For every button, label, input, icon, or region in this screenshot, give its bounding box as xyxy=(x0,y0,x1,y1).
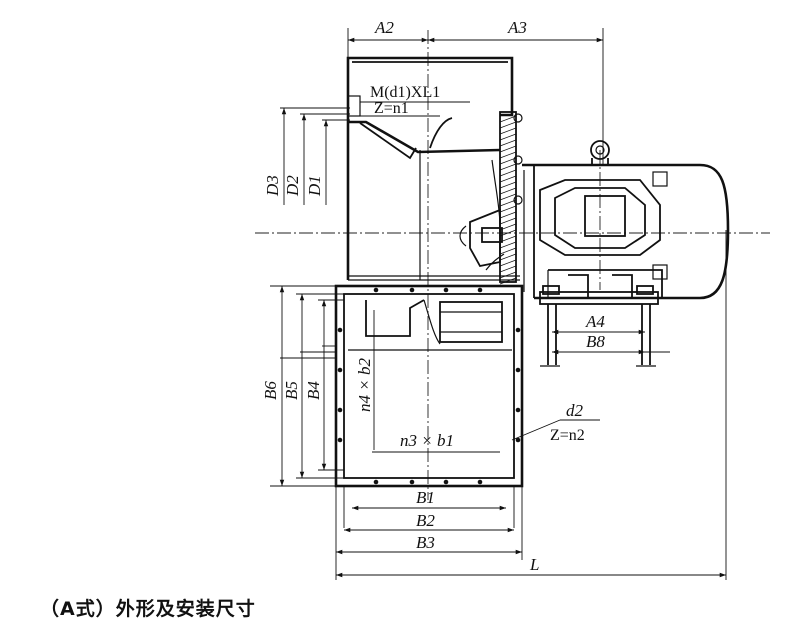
bolt-hole xyxy=(477,479,483,485)
outlet-box xyxy=(334,284,524,488)
impeller-hub xyxy=(459,159,505,271)
label-L: L xyxy=(529,555,539,574)
hatch-line xyxy=(499,139,517,147)
label-n4-b2: n4 × b2 xyxy=(355,358,374,412)
hatch-line xyxy=(499,115,517,123)
bolt-hole xyxy=(337,367,343,373)
hatch-line xyxy=(499,175,517,183)
label-flange-bolts-count: Z=n1 xyxy=(374,100,409,117)
dimension-labels: A2 A3 M(d1)XL1 Z=n1 D3 D2 D1 B6 B5 B4 n4… xyxy=(261,18,605,574)
hatch-line xyxy=(499,277,517,285)
figure-caption: （A式）外形及安装尺寸 xyxy=(40,598,256,620)
hatch-line xyxy=(499,217,517,225)
hatch-line xyxy=(499,193,517,201)
bolt-hole xyxy=(477,287,483,293)
hatch-line xyxy=(499,187,517,195)
label-A2: A2 xyxy=(374,18,394,37)
label-B1: B1 xyxy=(416,488,435,507)
label-D3: D3 xyxy=(263,175,282,197)
bolt-hole xyxy=(443,287,449,293)
hatch-line xyxy=(499,181,517,189)
dimensions xyxy=(270,28,727,580)
bolt-hole xyxy=(409,287,415,293)
bolt-hole xyxy=(515,407,521,413)
label-B5: B5 xyxy=(282,381,301,400)
hatch-line xyxy=(499,145,517,153)
label-B2: B2 xyxy=(416,511,435,530)
bolt-hole xyxy=(337,327,343,333)
hatch-line xyxy=(499,199,517,207)
hatch-line xyxy=(499,259,517,267)
label-B3: B3 xyxy=(416,533,435,552)
hatch-line xyxy=(499,169,517,177)
label-D1: D1 xyxy=(305,175,324,197)
hatch-line xyxy=(499,241,517,249)
label-B8: B8 xyxy=(586,332,605,351)
bolt-hole xyxy=(515,327,521,333)
hatch-line xyxy=(499,211,517,219)
label-B4: B4 xyxy=(304,381,323,400)
centerlines xyxy=(255,30,770,500)
motor xyxy=(522,140,730,300)
label-flange-bolts: M(d1)XL1 xyxy=(370,84,440,101)
bolt-hole xyxy=(373,479,379,485)
label-A3: A3 xyxy=(507,18,527,37)
bolt-hole xyxy=(409,479,415,485)
label-D2: D2 xyxy=(283,175,302,197)
hatch-line xyxy=(499,265,517,273)
hatch-line xyxy=(499,271,517,279)
label-n3-b1: n3 × b1 xyxy=(400,431,454,450)
bolt-hole xyxy=(337,407,343,413)
bolt-hole xyxy=(373,287,379,293)
hatch-line xyxy=(499,133,517,141)
hatch-line xyxy=(499,157,517,165)
bolt-hole xyxy=(515,437,521,443)
hatch-line xyxy=(499,127,517,135)
hatch-line xyxy=(499,163,517,171)
flange-hatched xyxy=(499,111,523,285)
label-d2: d2 xyxy=(566,401,584,420)
motor-base xyxy=(539,285,659,367)
bolt-hole xyxy=(443,479,449,485)
label-A4: A4 xyxy=(585,312,605,331)
hatch-line xyxy=(499,247,517,255)
bolt-hole xyxy=(515,367,521,373)
label-B6: B6 xyxy=(261,381,280,400)
hatch-line xyxy=(499,205,517,213)
label-outlet-bolts-count: Z=n2 xyxy=(550,427,585,444)
hatch-line xyxy=(499,253,517,261)
hatch-line xyxy=(499,121,517,129)
inlet-hopper xyxy=(346,56,520,281)
bolt-hole xyxy=(337,437,343,443)
hatch-line xyxy=(499,151,517,159)
